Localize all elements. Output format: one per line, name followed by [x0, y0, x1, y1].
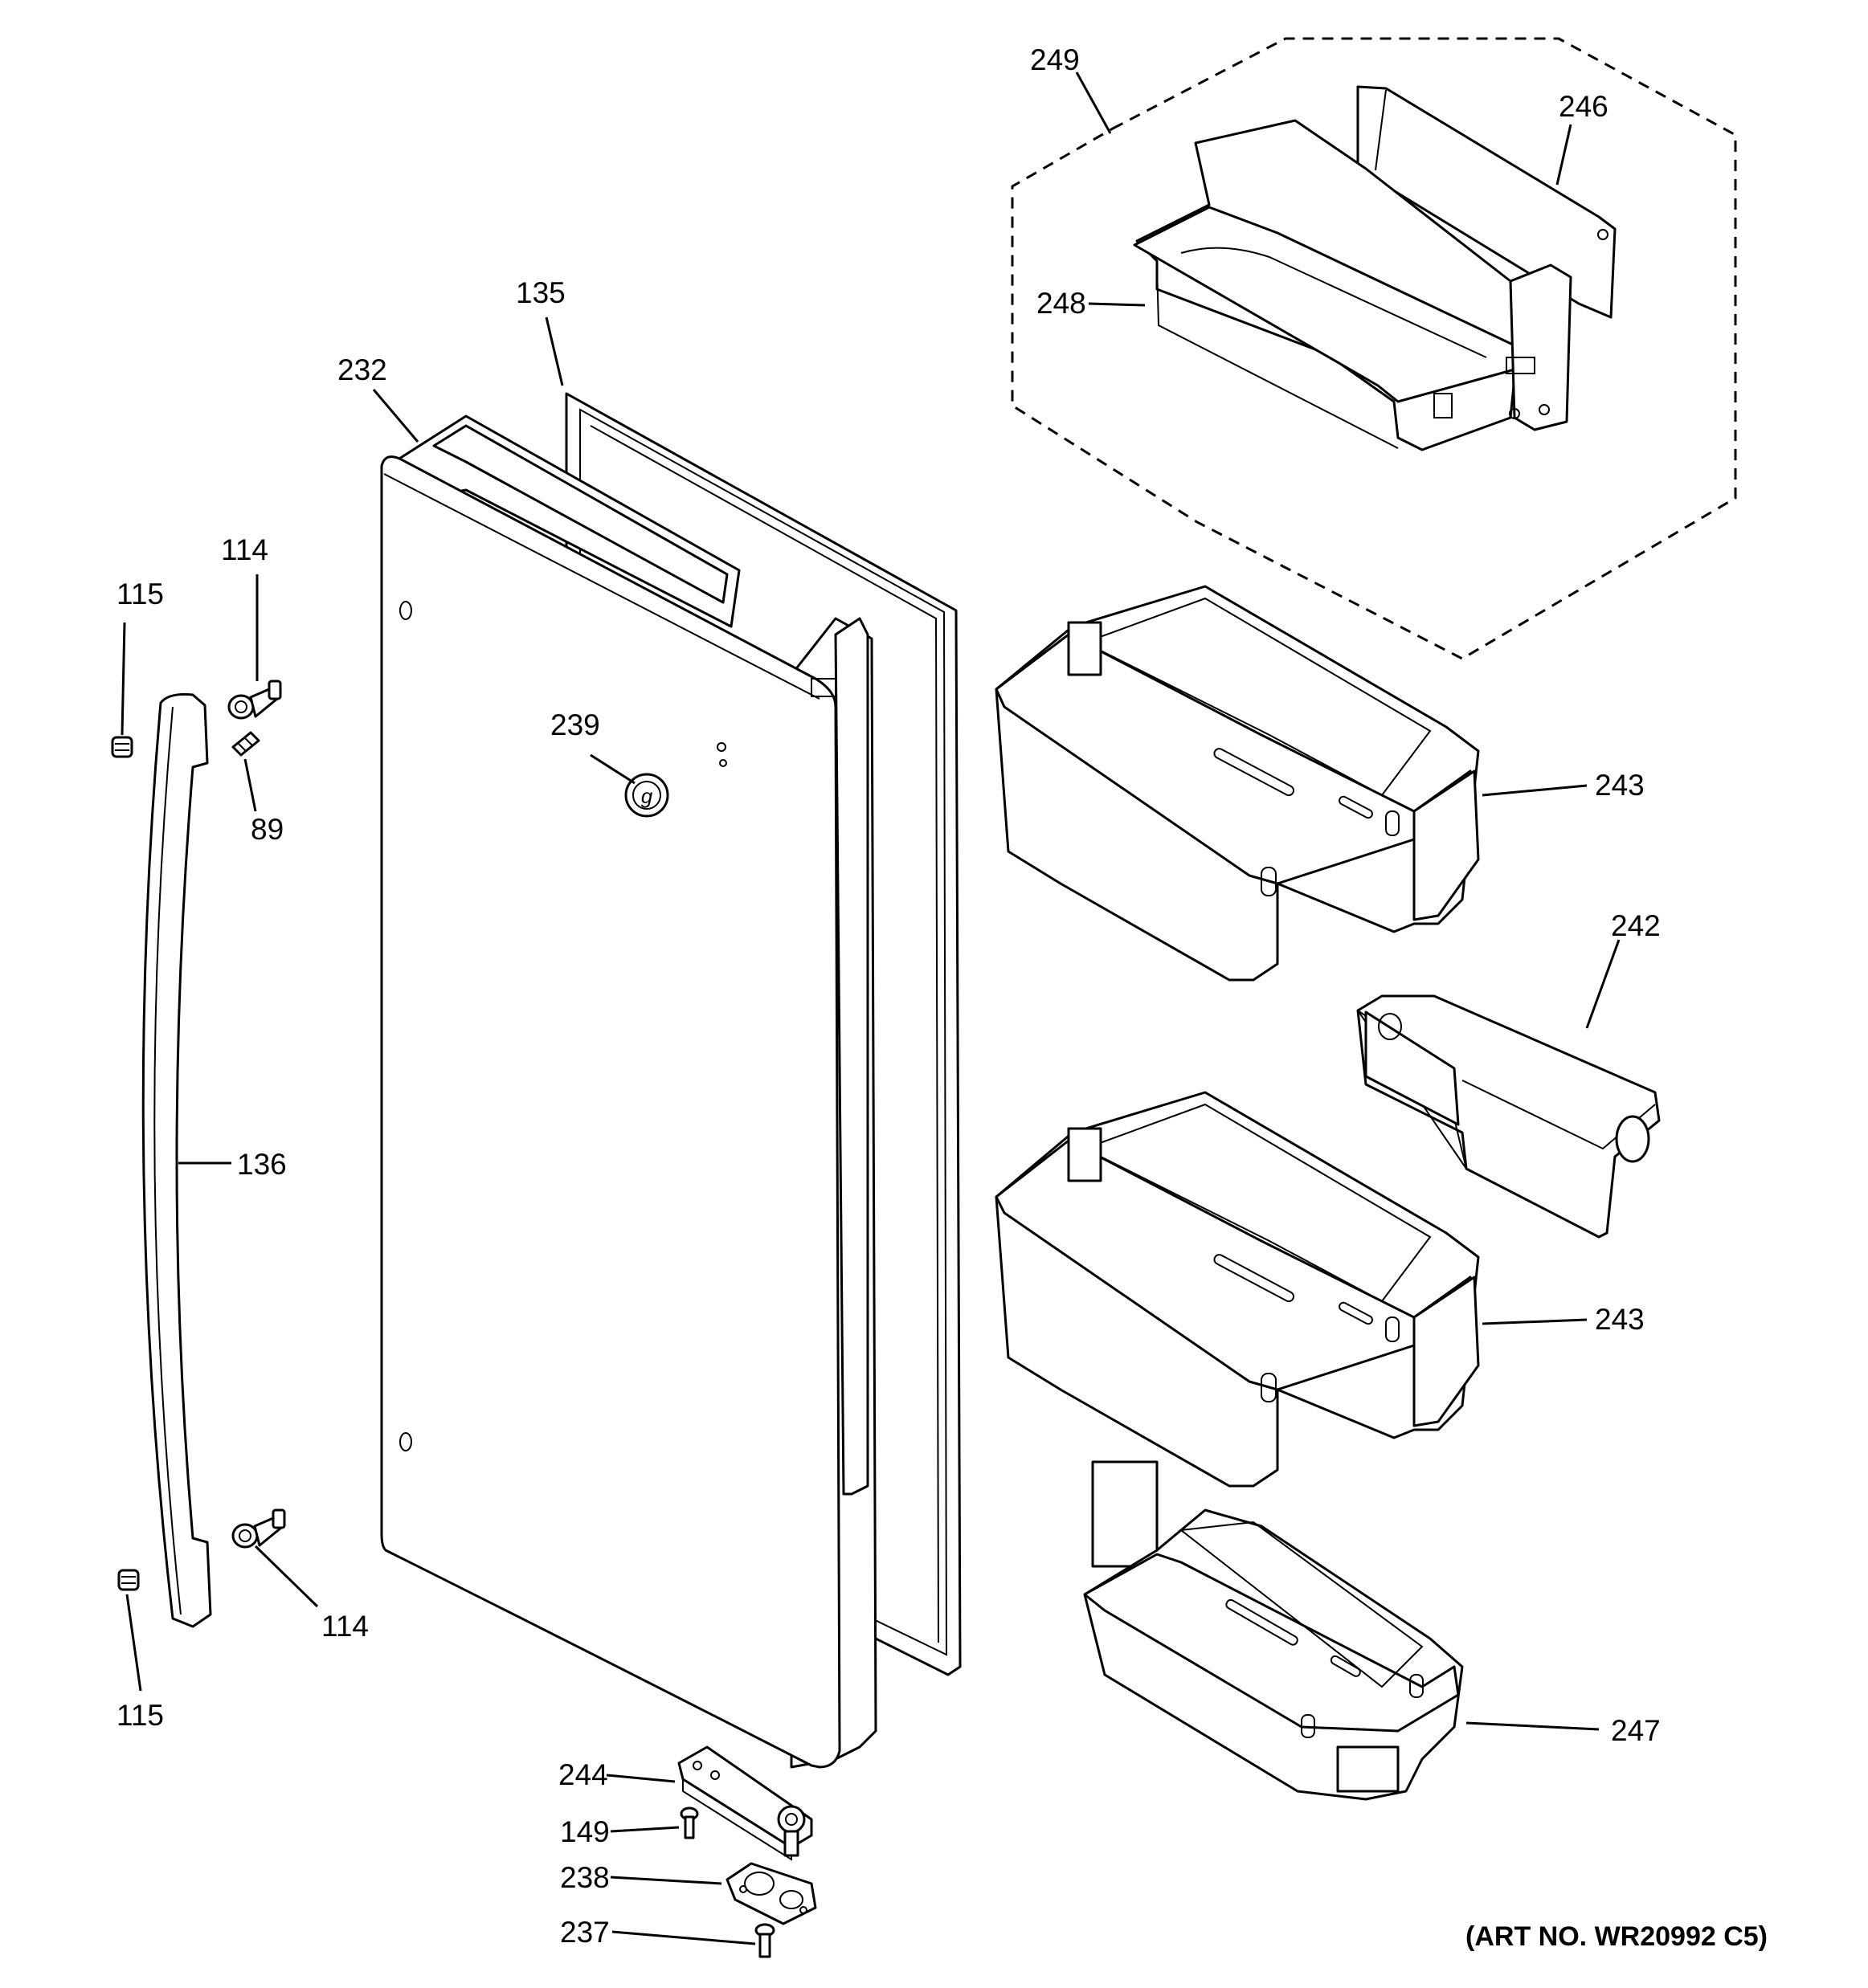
part-115-cap-lower: [117, 1569, 140, 1591]
svg-text:g: g: [641, 784, 653, 808]
part-248-tray: [1133, 119, 1572, 451]
part-242-small-bin: [1356, 994, 1661, 1239]
callout-136: 136: [237, 1148, 287, 1181]
callout-242: 242: [1611, 909, 1661, 942]
part-239-logo-badge: g: [624, 773, 669, 818]
part-237-screw: [754, 1923, 775, 1958]
callout-115-upper: 115: [116, 578, 164, 610]
callout-249: 249: [1030, 43, 1080, 76]
part-89-screw: [231, 731, 260, 757]
part-136-handle: [141, 693, 212, 1628]
art-number: (ART NO. WR20992 C5): [1465, 1921, 1768, 1952]
part-149-screw: [680, 1806, 699, 1839]
part-238-bracket: [726, 1862, 817, 1925]
callout-248: 248: [1036, 287, 1086, 320]
callout-89: 89: [251, 813, 284, 846]
part-247-bin-bottom: [1083, 1460, 1464, 1801]
callout-232: 232: [337, 353, 387, 386]
callout-149: 149: [560, 1815, 610, 1848]
kit-249-boundary: [1011, 37, 1737, 660]
callout-114-upper: 114: [221, 533, 268, 566]
part-114-stud-lower: [231, 1508, 286, 1549]
leader-lines: [121, 71, 1621, 1945]
callout-115-lower: 115: [116, 1699, 164, 1732]
callout-247: 247: [1611, 1714, 1661, 1747]
callout-243-upper: 243: [1595, 769, 1645, 802]
part-114-stud-upper: [227, 680, 282, 720]
callout-238: 238: [560, 1861, 610, 1894]
part-244-hinge: [677, 1745, 813, 1861]
callout-243-lower: 243: [1595, 1303, 1645, 1336]
callout-244: 244: [558, 1758, 608, 1791]
part-243-bin-lower: [995, 1091, 1480, 1488]
part-232-door: [380, 414, 877, 1769]
callout-239: 239: [550, 708, 600, 741]
part-243-bin-upper: [995, 585, 1480, 982]
callout-237: 237: [560, 1916, 610, 1949]
callout-135: 135: [516, 276, 566, 309]
callout-246: 246: [1559, 90, 1608, 123]
callout-114-lower: 114: [321, 1610, 369, 1643]
part-115-cap-upper: [111, 736, 133, 758]
